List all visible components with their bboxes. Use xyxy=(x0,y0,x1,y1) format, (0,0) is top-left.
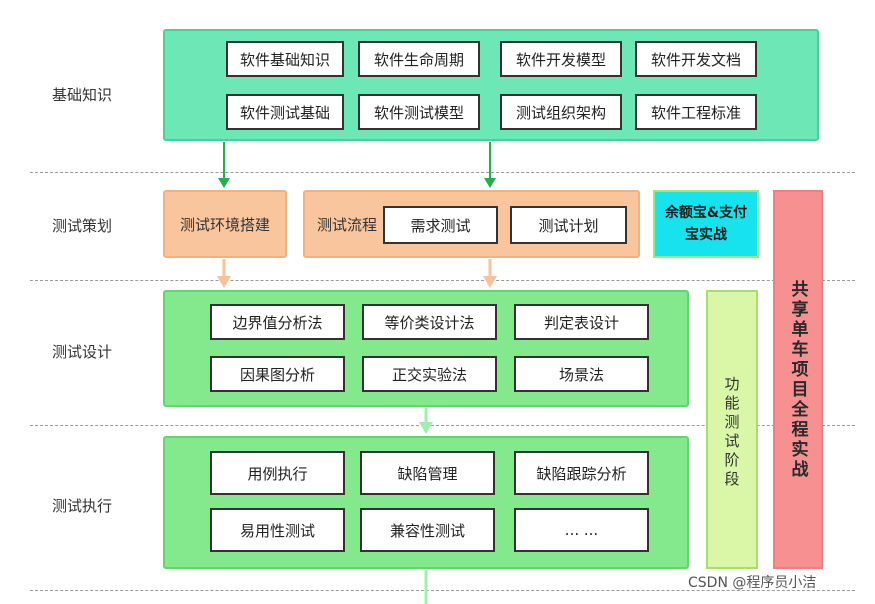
test-environment-setup: 测试环境搭建 xyxy=(163,190,287,258)
basics-item: 软件基础知识 xyxy=(226,41,344,77)
divider xyxy=(30,280,855,281)
basics-item: 软件开发文档 xyxy=(635,41,757,77)
design-item: 边界值分析法 xyxy=(210,304,345,340)
basics-item: 软件工程标准 xyxy=(635,94,757,130)
execution-item: 缺陷跟踪分析 xyxy=(514,451,649,495)
execution-item: 易用性测试 xyxy=(210,508,345,552)
row-label-planning: 测试策划 xyxy=(52,217,113,235)
basics-item: 软件测试基础 xyxy=(226,94,344,130)
execution-item: 兼容性测试 xyxy=(360,508,495,552)
row-label-execution: 测试执行 xyxy=(52,497,113,515)
basics-item: 软件测试模型 xyxy=(358,94,480,130)
divider xyxy=(30,172,855,173)
row-label-design: 测试设计 xyxy=(52,343,113,361)
design-item: 因果图分析 xyxy=(210,356,345,392)
execution-item: ... ... xyxy=(514,508,649,552)
test-plan-box: 测试计划 xyxy=(510,206,627,244)
functional-test-stage-panel: 功能测试阶段 xyxy=(706,290,758,569)
execution-item: 用例执行 xyxy=(210,451,345,495)
requirements-test-box: 需求测试 xyxy=(383,206,498,244)
basics-item: 测试组织架构 xyxy=(500,94,622,130)
watermark: CSDN @程序员小洁 xyxy=(688,575,817,591)
test-process-label: 测试流程 xyxy=(316,215,377,234)
arrow-basics-to-env xyxy=(218,142,230,188)
arrow-design-to-execution xyxy=(419,408,433,434)
design-item: 判定表设计 xyxy=(514,304,649,340)
divider xyxy=(30,590,855,591)
arrow-process-to-design xyxy=(483,259,497,288)
design-item: 正交实验法 xyxy=(362,356,497,392)
execution-item: 缺陷管理 xyxy=(360,451,495,495)
arrow-basics-to-process xyxy=(484,142,496,188)
basics-item: 软件开发模型 xyxy=(500,41,622,77)
design-item: 等价类设计法 xyxy=(362,304,497,340)
basics-item: 软件生命周期 xyxy=(358,41,480,77)
row-label-basics: 基础知识 xyxy=(52,86,113,104)
arrow-env-to-design xyxy=(217,259,231,288)
alipay-practice-box: 余额宝&支付宝实战 xyxy=(653,190,759,258)
divider xyxy=(30,425,855,426)
design-item: 场景法 xyxy=(514,356,649,392)
shared-bike-project-panel: 共享单车项目全程实战 xyxy=(773,190,823,569)
